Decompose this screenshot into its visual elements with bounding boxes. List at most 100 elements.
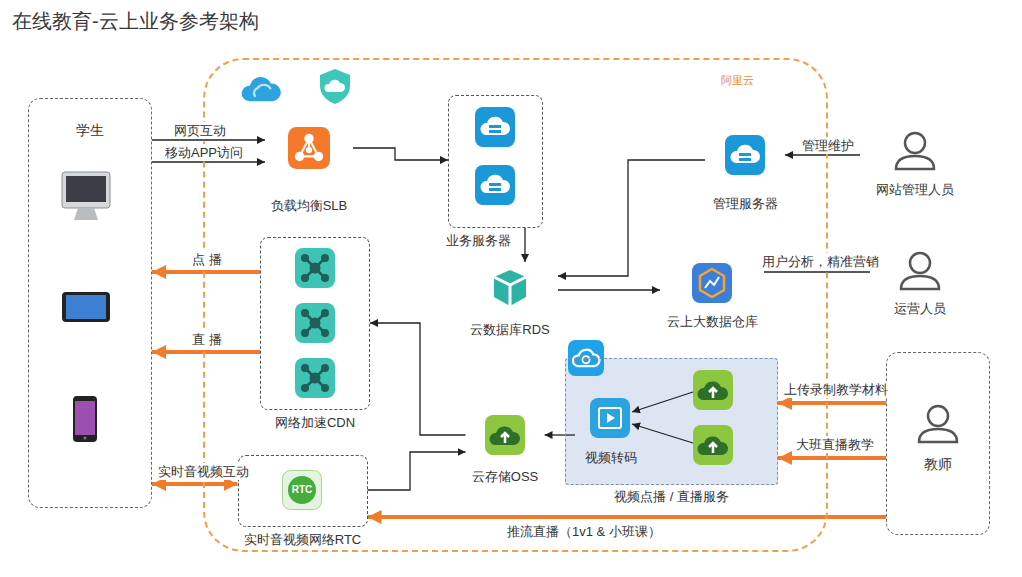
- rds-icon: [494, 270, 526, 306]
- data-flow-arrow: [785, 154, 860, 155]
- edge-label: 点 播: [190, 251, 224, 268]
- data-flow-arrow: [152, 161, 265, 162]
- edge-label: 用户分析，精准营销: [760, 253, 881, 270]
- video-panel-fill: [565, 358, 778, 485]
- person-icon: [905, 133, 925, 153]
- media-flow-arrow: [152, 350, 260, 354]
- monitor-icon: [66, 176, 106, 202]
- data-flow-arrow: [368, 452, 466, 490]
- data-flow-arrow: [764, 271, 870, 272]
- internal-arrow: [632, 392, 693, 412]
- edge-label: 网页互动: [172, 122, 228, 139]
- cdn-group: 网络加速CDN: [260, 237, 370, 410]
- monitor-icon: [62, 172, 110, 220]
- node-label-holder: 教师: [887, 456, 989, 472]
- data-flow-arrow: [370, 323, 466, 435]
- person-icon: [901, 253, 939, 289]
- media-flow-arrow: [778, 456, 886, 460]
- node-label: 云数据库RDS: [470, 322, 549, 337]
- data-flow-arrow: [558, 289, 660, 290]
- server-icon: [475, 107, 515, 147]
- person-icon: [910, 253, 930, 273]
- node-label-holder: 网站管理人员: [860, 182, 970, 198]
- media-flow-arrow: [152, 270, 260, 274]
- client-group: 学生: [28, 98, 152, 508]
- teacher-group: 教师: [886, 352, 990, 535]
- admin-person: 网站管理人员: [860, 120, 970, 202]
- person-icon: [919, 429, 957, 442]
- oss-icon: [485, 415, 525, 455]
- diagram-title: 在线教育-云上业务参考架构: [12, 8, 259, 35]
- edge-label: 实时音视频互动: [156, 463, 251, 480]
- node-label: 阿里云: [721, 74, 754, 86]
- warehouse-icon: [692, 263, 732, 303]
- node-label-holder: 视频转码: [575, 450, 647, 466]
- slb-icon: [288, 127, 330, 169]
- phone-icon: [73, 396, 97, 442]
- node-label-holder: 阿里云: [427, 72, 1022, 88]
- monitor-icon: [74, 208, 98, 220]
- icon-text: RTC: [282, 484, 322, 496]
- node-label-holder: 云上大数据仓库: [660, 314, 764, 330]
- node-label-holder: 云数据库RDS: [462, 322, 558, 338]
- data-flow-arrow: [524, 228, 525, 262]
- node-label: 实时音视频网络RTC: [244, 532, 361, 547]
- node-label-holder: 网络加速CDN: [261, 415, 369, 431]
- node-label: 云上大数据仓库: [667, 314, 758, 329]
- node-label: 管理服务器: [713, 196, 778, 211]
- person-icon: [919, 406, 957, 442]
- person-icon: [928, 406, 948, 426]
- node-label-holder: 运营人员: [870, 301, 970, 317]
- node-label: 学生: [76, 122, 104, 138]
- load-balancer: 负载均衡SLB: [265, 120, 353, 215]
- shield-logo: [320, 69, 350, 104]
- media-flow-arrow: [778, 401, 886, 405]
- person-icon: [901, 276, 939, 289]
- server-icon: [725, 135, 765, 175]
- media-flow-arrow: [152, 482, 238, 486]
- node-label-holder: 管理服务器: [705, 196, 785, 212]
- internal-arrow: [632, 424, 693, 443]
- node-label: 业务服务器: [446, 233, 511, 248]
- node-label: 云存储OSS: [472, 469, 538, 484]
- phone-icon: [84, 437, 87, 440]
- server-group: 业务服务器: [448, 95, 543, 228]
- monitor-icon: [62, 172, 110, 208]
- cdn-icon: [295, 248, 335, 288]
- cloud-logo: [242, 77, 281, 101]
- video-service-group: 视频转码视频点播 / 直播服务: [565, 358, 778, 485]
- upload-icon: [693, 370, 733, 410]
- node-label: 负载均衡SLB: [271, 198, 348, 213]
- data-flow-arrow: [558, 160, 705, 276]
- transcode-service: 视频转码: [575, 390, 647, 470]
- cloud-region: 负载均衡SLB业务服务器管理服务器网络加速CDN云数据库RDS云上大数据仓库视频…: [203, 58, 828, 552]
- server-icon: [475, 165, 515, 205]
- data-flow-arrow: [152, 139, 265, 140]
- cdn-icon: [295, 358, 335, 398]
- node-label-holder: 视频点播 / 直播服务: [566, 489, 777, 505]
- operator-person: 运营人员: [870, 245, 970, 323]
- node-label: 视频转码: [585, 450, 637, 465]
- media-flow-arrow: [368, 515, 887, 519]
- tablet-icon: [62, 292, 110, 322]
- data-warehouse: 云上大数据仓库: [660, 258, 764, 332]
- database: 云数据库RDS: [462, 262, 558, 340]
- rtc-icon: [283, 471, 322, 510]
- cdn-icon: [295, 303, 335, 343]
- edge-label: 上传录制教学材料: [782, 381, 890, 398]
- phone-icon: [75, 401, 95, 435]
- node-label: 网络加速CDN: [275, 415, 355, 430]
- node-label-holder: 负载均衡SLB: [265, 198, 353, 214]
- transcode-icon: [590, 398, 630, 438]
- edge-label: 移动APP访问: [163, 144, 245, 161]
- edge-label: 直 播: [190, 331, 224, 348]
- node-label-holder: 云存储OSS: [466, 469, 545, 485]
- upload-icon: [693, 425, 733, 465]
- node-label: 教师: [924, 456, 952, 472]
- data-flow-arrow: [353, 148, 448, 160]
- tablet-icon: [66, 295, 106, 319]
- node-label: 视频点播 / 直播服务: [614, 489, 729, 504]
- phone-icon: [73, 396, 97, 442]
